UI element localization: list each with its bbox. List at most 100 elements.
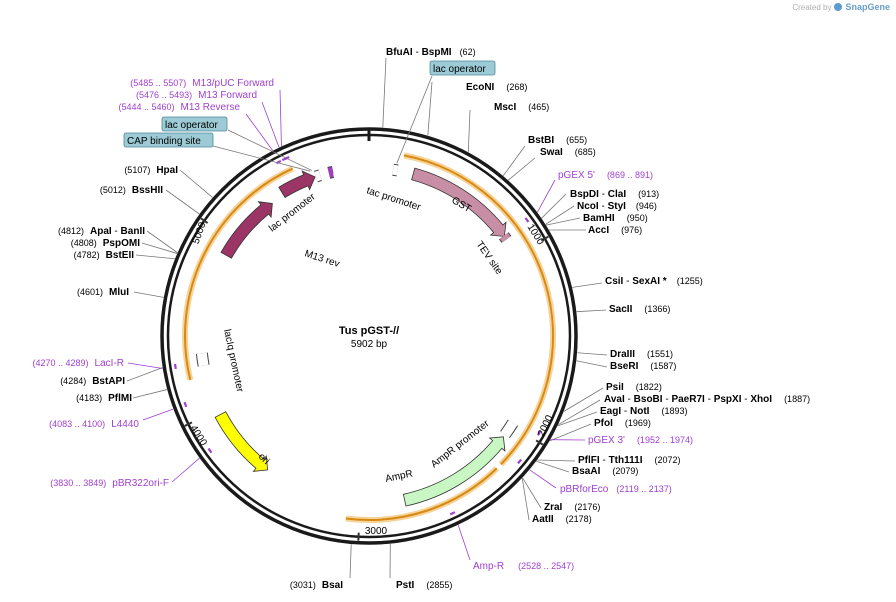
plasmid-name: Tus pGST-// [339,325,399,337]
feature-label-laciq-promoter: lacIq promoter [221,328,245,393]
enzyme-leader-line [508,157,536,181]
feature-arrow-ori [214,411,268,472]
enzyme-leader-line [132,389,168,399]
primer-leader-line [245,113,273,151]
enzyme-label: NcoI - StyI(946) [577,201,657,212]
enzyme-label: PsiI(1822) [606,382,662,393]
enzyme-label: BfuAI - BspMI(62) [386,47,476,58]
credit-app-name: SnapGene [845,2,890,12]
primer-label: pGEX 5'(869 .. 891) [558,170,653,181]
enzyme-leader-line [541,193,567,219]
enzyme-leader-line [382,57,387,128]
feature-label-lacz: lacZα [332,168,361,184]
boxed-label-leader-line [227,129,313,171]
feature-label-laci: lacI [208,273,222,292]
primer-label: (3830 .. 3849)pBR322ori-F [50,478,169,489]
primer-leader-line [529,469,557,489]
primer-label: (5444 .. 5460)M13 Reverse [118,102,240,113]
enzyme-label: SwaI(685) [540,147,596,158]
enzyme-label: EcoNI(268) [466,82,527,93]
enzyme-leader-line [427,81,433,136]
enzyme-label: MscI(465) [494,102,549,113]
enzyme-leader-line [557,411,598,427]
primer-label: Amp-R(2528 .. 2547) [473,561,574,572]
tick-mark [535,439,544,446]
enzyme-label: (4284)BstAPI [60,376,125,387]
enzyme-leader-line [135,254,175,260]
primer-label: (4270 .. 4289)LacI-R [33,358,125,369]
enzyme-label: AccI(976) [588,225,642,236]
enzyme-leader-line [146,230,178,253]
primer-leader-line [142,408,174,421]
enzyme-leader-line [165,189,200,215]
enzyme-label: ZraI(2176) [544,502,600,513]
primer-binding-mark [183,401,188,408]
feature-arrow-ampr [402,436,506,507]
enzyme-leader-line [536,460,570,473]
enzyme-label: (3031)BsaI [290,580,343,591]
primer-label: (4083 .. 4100)L4440 [49,419,139,430]
enzyme-leader-line [502,145,526,177]
enzyme-label: (4183)PflMI [76,393,132,404]
enzyme-leader-line [549,423,592,442]
enzyme-label: (4782)BstEII [74,250,135,261]
lac-operator-label-left: lac operator [165,120,218,131]
backbone [160,127,578,545]
primer-label: pGEX 3'(1952 .. 1974) [588,435,693,446]
enzyme-leader-line [572,282,603,288]
cap-binding-site-label: CAP binding site [127,136,201,147]
enzyme-leader-line [576,309,607,313]
boxed-label-leader-line [212,145,311,172]
enzyme-label: (4812)ApaI - BanII [58,226,145,237]
enzyme-leader-line [522,477,542,509]
feature-arrow-laci [220,201,273,259]
enzyme-label: BstBI(655) [528,135,587,146]
enzyme-leader-line [537,459,576,462]
primer-binding-mark [517,458,523,465]
primer-leader-line [261,101,280,148]
enzyme-leader-line [126,367,163,382]
lac-operator-box-left [161,116,228,132]
cds-arc-glow [182,165,294,381]
enzyme-label: PfoI(1969) [594,418,651,429]
enzyme-leader-line [133,291,164,298]
enzyme-label: BamHI(950) [583,213,648,224]
enzyme-labels: BfuAI - BspMI(62) EcoNI(268) MscI(465) B… [58,47,810,591]
enzyme-label: CsiI - SexAI *(1255) [605,276,703,287]
enzyme-leader-line [467,109,471,153]
enzyme-label: EagI - NotI(1893) [600,406,687,417]
primer-label: pBRforEco(2119 .. 2137) [560,484,672,495]
enzyme-label: (5107)HpaI [124,165,178,176]
enzyme-label: AatII(2178) [532,514,592,525]
enzyme-leader-line [545,205,575,225]
feature-label-ampr: AmpR [384,468,413,485]
enzyme-leader-line [521,478,530,521]
feature-arrow-lacz [278,170,316,199]
feature-layer [195,163,519,507]
enzyme-leader-line [179,169,213,198]
primer-label: (5485 .. 5507)M13/pUC Forward [130,78,274,89]
primer-leader-line [127,362,163,369]
enzyme-label: (4601)MluI [77,287,129,298]
feature-arrow-gst [411,167,507,237]
cap-binding-site-box [123,132,214,148]
enzyme-label: BsaAI(2079) [572,466,638,477]
feature-mark-m13-rev [327,166,335,178]
feature-mark-tev-site [499,232,511,243]
enzyme-label: PflFI - Tth111I(2072) [578,455,680,466]
enzyme-leader-line [558,399,601,426]
lac-operator-label-top: lac operator [433,64,486,75]
feature-mark-lac-promoter [314,170,322,182]
tick-mark [184,421,193,427]
boxed-label-leader-line [396,75,433,164]
credit-text: Created by [792,2,832,12]
feature-label-tev-site: TEV site [474,239,505,277]
enzyme-label: BspDI - ClaI(913) [570,189,659,200]
enzyme-leader-line [546,217,581,226]
tick-label-3000: 3000 [365,526,388,537]
primer-binding-mark [536,430,542,436]
enzyme-leader-line [563,387,604,412]
cds-arc [403,154,554,465]
primer-binding-mark [449,511,456,516]
